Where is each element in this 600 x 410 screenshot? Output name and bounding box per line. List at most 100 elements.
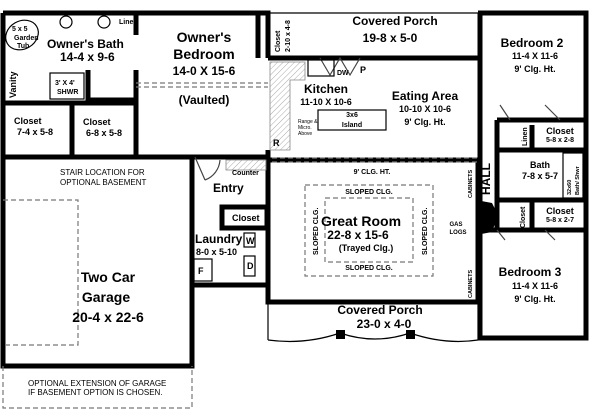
- svg-text:D: D: [247, 261, 254, 271]
- svg-text:SLOPED CLG.: SLOPED CLG.: [345, 265, 393, 272]
- svg-text:F: F: [198, 266, 204, 276]
- entry-counter: [225, 159, 267, 171]
- svg-text:9' CLG. HT.: 9' CLG. HT.: [354, 169, 391, 176]
- svg-text:Garden: Garden: [14, 35, 39, 42]
- svg-text:SLOPED CLG.: SLOPED CLG.: [345, 189, 393, 196]
- svg-text:23-0 x 4-0: 23-0 x 4-0: [357, 317, 412, 331]
- svg-text:Garage: Garage: [82, 289, 130, 305]
- svg-text:Counter: Counter: [232, 170, 259, 177]
- svg-text:Bedroom: Bedroom: [173, 46, 234, 62]
- sink: [59, 15, 73, 29]
- svg-text:LOGS: LOGS: [449, 230, 466, 236]
- svg-text:DW: DW: [337, 70, 349, 77]
- svg-text:Bath: Bath: [530, 160, 550, 170]
- svg-text:HALL: HALL: [479, 163, 493, 195]
- svg-text:11-10 X 10-6: 11-10 X 10-6: [300, 97, 352, 107]
- svg-text:32x60: 32x60: [567, 180, 573, 195]
- svg-text:Covered Porch: Covered Porch: [352, 14, 437, 28]
- svg-text:Above: Above: [298, 131, 312, 137]
- svg-text:Closet: Closet: [275, 30, 282, 52]
- svg-text:Closet: Closet: [546, 206, 574, 216]
- svg-text:14-4 x 9-6: 14-4 x 9-6: [60, 50, 115, 64]
- svg-text:3x6: 3x6: [346, 112, 358, 119]
- svg-text:SLOPED CLG.: SLOPED CLG.: [313, 207, 320, 255]
- svg-text:10-10 X 10-6: 10-10 X 10-6: [399, 104, 451, 114]
- svg-text:5 x 5: 5 x 5: [12, 26, 28, 33]
- svg-text:STAIR LOCATION FOR: STAIR LOCATION FOR: [60, 168, 145, 177]
- great-room: 9' CLG. HT. SLOPED CLG. SLOPED CLG. SLOP…: [313, 169, 474, 298]
- svg-text:CABINETS: CABINETS: [468, 270, 474, 298]
- svg-text:5-8 x 2-8: 5-8 x 2-8: [546, 137, 574, 144]
- kitchen: DW P Kitchen 11-10 X 10-6 3x6 Island Ran…: [273, 59, 366, 148]
- svg-text:OPTIONAL EXTENSION OF GARAGE: OPTIONAL EXTENSION OF GARAGE: [28, 379, 166, 388]
- owners-bath: 5 x 5 Garden Tub Linen Owner's Bath 14-4…: [8, 19, 138, 98]
- svg-text:P: P: [360, 65, 366, 75]
- svg-text:W: W: [246, 236, 255, 246]
- owners-bedroom: Owner's Bedroom 14-0 X 15-6 (Vaulted): [173, 29, 236, 107]
- svg-text:Bath/ Shwr: Bath/ Shwr: [575, 165, 581, 195]
- svg-text:11-4 X 11-6: 11-4 X 11-6: [512, 51, 558, 61]
- svg-text:Eating Area: Eating Area: [392, 89, 459, 103]
- svg-text:IF BASEMENT OPTION IS CHOSEN.: IF BASEMENT OPTION IS CHOSEN.: [28, 388, 163, 397]
- svg-text:5-8 x 2-7: 5-8 x 2-7: [546, 217, 574, 224]
- svg-text:20-4 x 22-6: 20-4 x 22-6: [72, 309, 144, 325]
- svg-text:Bedroom 2: Bedroom 2: [501, 36, 564, 50]
- svg-text:(Vaulted): (Vaulted): [179, 93, 230, 107]
- bathtub: [562, 152, 584, 199]
- svg-text:Owner's: Owner's: [177, 29, 232, 45]
- svg-text:Linen: Linen: [119, 19, 138, 26]
- fireplace: [476, 200, 498, 235]
- porch-column: [406, 330, 415, 339]
- kitchen-counter: [269, 61, 306, 151]
- garage: Two Car Garage 20-4 x 22-6: [72, 269, 144, 325]
- svg-text:CABINETS: CABINETS: [468, 170, 474, 198]
- svg-text:6-8 x 5-8: 6-8 x 5-8: [86, 128, 122, 138]
- svg-text:Linen: Linen: [522, 127, 529, 146]
- svg-text:Covered Porch: Covered Porch: [337, 303, 422, 317]
- svg-text:2-10 x 4-8: 2-10 x 4-8: [285, 20, 292, 52]
- garden-tub: [5, 19, 39, 51]
- svg-text:Closet: Closet: [546, 126, 574, 136]
- laundry: Laundry 8-0 x 5-10 W D F: [193, 232, 256, 282]
- svg-text:Micro.: Micro.: [298, 125, 312, 131]
- svg-text:Closet: Closet: [83, 117, 111, 127]
- svg-text:Entry: Entry: [213, 181, 244, 195]
- svg-text:Closet: Closet: [232, 213, 260, 223]
- svg-text:SHWR: SHWR: [57, 89, 78, 96]
- svg-text:Tub: Tub: [17, 43, 29, 50]
- svg-text:9' Clg. Ht.: 9' Clg. Ht.: [514, 64, 555, 74]
- svg-text:OPTIONAL BASEMENT: OPTIONAL BASEMENT: [60, 178, 147, 187]
- svg-text:Two Car: Two Car: [81, 269, 136, 285]
- svg-text:R: R: [273, 138, 280, 148]
- eating-area: Eating Area 10-10 X 10-6 9' Clg. Ht.: [392, 89, 459, 127]
- sink: [97, 15, 111, 29]
- shower: [49, 72, 85, 100]
- svg-text:11-4 X 11-6: 11-4 X 11-6: [512, 281, 558, 291]
- svg-text:14-0 X 15-6: 14-0 X 15-6: [173, 64, 236, 78]
- svg-text:Range &: Range &: [298, 119, 318, 125]
- svg-text:Kitchen: Kitchen: [304, 82, 348, 96]
- svg-text:3' X 4': 3' X 4': [55, 80, 75, 87]
- svg-text:22-8 x 15-6: 22-8 x 15-6: [327, 228, 389, 242]
- svg-text:Closet: Closet: [520, 206, 527, 228]
- svg-text:Laundry: Laundry: [195, 232, 243, 246]
- porch-column: [336, 330, 345, 339]
- svg-text:Island: Island: [342, 122, 362, 129]
- svg-text:7-8 x 5-7: 7-8 x 5-7: [522, 171, 558, 181]
- svg-text:Bedroom 3: Bedroom 3: [499, 265, 562, 279]
- svg-text:9' Clg. Ht.: 9' Clg. Ht.: [404, 117, 445, 127]
- svg-text:8-0 x 5-10: 8-0 x 5-10: [196, 247, 237, 257]
- svg-text:Owner's Bath: Owner's Bath: [47, 37, 124, 51]
- svg-text:SLOPED CLG.: SLOPED CLG.: [422, 207, 429, 255]
- svg-text:Closet: Closet: [14, 116, 42, 126]
- svg-text:(Trayed Clg.): (Trayed Clg.): [339, 243, 394, 253]
- svg-text:7-4 x 5-8: 7-4 x 5-8: [17, 127, 53, 137]
- svg-text:Great Room: Great Room: [321, 213, 401, 229]
- bedroom-2: Bedroom 2 11-4 X 11-6 9' Clg. Ht.: [501, 36, 564, 74]
- svg-text:Vanity: Vanity: [8, 71, 18, 98]
- svg-text:GAS: GAS: [449, 222, 462, 228]
- kitchen-island: [317, 109, 387, 131]
- svg-text:9' Clg. Ht.: 9' Clg. Ht.: [514, 294, 555, 304]
- bedroom-3: Bedroom 3 11-4 X 11-6 9' Clg. Ht.: [499, 265, 562, 304]
